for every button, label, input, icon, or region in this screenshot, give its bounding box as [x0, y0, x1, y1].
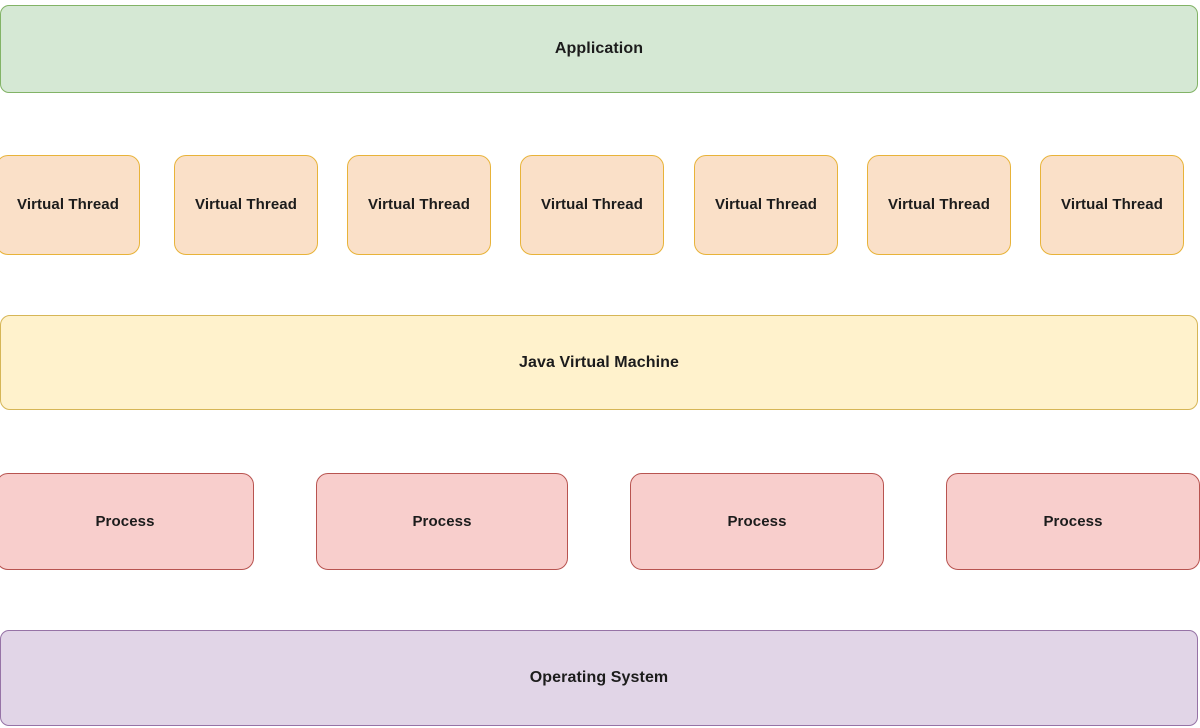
virtual-thread-box-5[interactable]: Virtual Thread: [694, 155, 838, 255]
layer-operating-system: Operating System: [0, 630, 1200, 726]
virtual-thread-box-1[interactable]: Virtual Thread: [0, 155, 140, 255]
application-box[interactable]: Application: [0, 5, 1198, 93]
process-box-1[interactable]: Process: [0, 473, 254, 570]
virtual-thread-box-7[interactable]: Virtual Thread: [1040, 155, 1184, 255]
virtual-thread-label: Virtual Thread: [368, 196, 470, 213]
virtual-thread-label: Virtual Thread: [17, 196, 119, 213]
virtual-thread-label: Virtual Thread: [715, 196, 817, 213]
virtual-thread-label: Virtual Thread: [541, 196, 643, 213]
virtual-thread-box-4[interactable]: Virtual Thread: [520, 155, 664, 255]
process-box-2[interactable]: Process: [316, 473, 568, 570]
process-box-4[interactable]: Process: [946, 473, 1200, 570]
process-track: Process Process Process Process: [0, 473, 1200, 570]
process-label: Process: [1043, 512, 1103, 530]
virtual-thread-track: Virtual Thread Virtual Thread Virtual Th…: [0, 155, 1200, 255]
operating-system-box[interactable]: Operating System: [0, 630, 1198, 726]
jvm-label: Java Virtual Machine: [519, 353, 679, 371]
layer-application: Application: [0, 5, 1200, 93]
process-box-3[interactable]: Process: [630, 473, 884, 570]
virtual-thread-box-3[interactable]: Virtual Thread: [347, 155, 491, 255]
virtual-thread-box-6[interactable]: Virtual Thread: [867, 155, 1011, 255]
virtual-thread-label: Virtual Thread: [195, 196, 297, 213]
layer-processes: Process Process Process Process: [0, 473, 1200, 570]
operating-system-label: Operating System: [529, 669, 669, 687]
java-virtual-machine-box[interactable]: Java Virtual Machine: [0, 315, 1198, 410]
layer-jvm: Java Virtual Machine: [0, 315, 1200, 410]
layer-virtual-threads: Virtual Thread Virtual Thread Virtual Th…: [0, 155, 1200, 255]
process-label: Process: [727, 512, 787, 530]
application-label: Application: [554, 40, 644, 58]
process-label: Process: [95, 512, 155, 530]
process-label: Process: [412, 512, 472, 530]
virtual-thread-label: Virtual Thread: [888, 196, 990, 213]
virtual-thread-box-2[interactable]: Virtual Thread: [174, 155, 318, 255]
virtual-thread-label: Virtual Thread: [1061, 196, 1163, 213]
